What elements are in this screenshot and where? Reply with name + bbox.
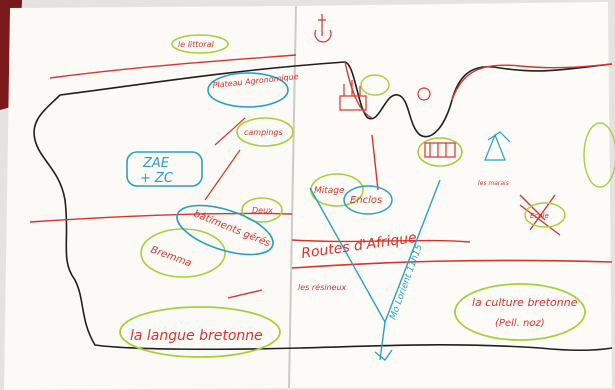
coastline-top xyxy=(59,61,613,138)
ellipse-culture xyxy=(454,283,586,341)
ellipse-littoral xyxy=(171,34,229,54)
label-culture-sub: (Pell. noz) xyxy=(495,318,545,329)
red-line-top xyxy=(49,54,297,79)
red-vert-line xyxy=(371,134,379,191)
anchor-doodle xyxy=(314,14,332,43)
pyramid-doodle xyxy=(484,131,511,161)
label-les-marais: les marais xyxy=(478,180,509,187)
label-zc: + ZC xyxy=(140,171,174,186)
paper-left xyxy=(4,6,296,390)
ellipse-camping xyxy=(236,117,294,147)
label-le-littoral: le littoral xyxy=(178,40,214,49)
ellipse-ecole xyxy=(524,202,566,228)
ellipse-deux xyxy=(241,197,283,223)
label-campings: campings xyxy=(244,128,283,137)
label-zae: ZAE xyxy=(142,156,170,171)
red-line-lower xyxy=(291,259,613,269)
red-coast-right xyxy=(344,61,613,119)
circle-doodle xyxy=(417,87,431,101)
paper-right xyxy=(288,2,612,388)
blue-arrow-down xyxy=(379,321,386,361)
box-zae xyxy=(126,151,203,187)
label-resineux: les résineux xyxy=(298,282,347,292)
label-ecole: Ecole xyxy=(530,212,549,220)
ellipse-eau xyxy=(417,137,463,167)
ellipse-plateau xyxy=(207,72,289,108)
red-link-1 xyxy=(204,149,241,201)
ellipse-right-edge xyxy=(583,122,615,188)
building-doodle xyxy=(424,142,456,158)
blue-arrowhead xyxy=(374,349,393,362)
label-enclos: Enclos xyxy=(350,195,382,206)
coastline-bottom xyxy=(33,94,613,352)
ellipse-batiments xyxy=(176,204,274,256)
factory-doodle xyxy=(339,80,367,111)
label-langue: la langue bretonne xyxy=(130,328,263,344)
red-line-right-middle xyxy=(291,239,471,243)
ellipse-small-top xyxy=(360,74,390,96)
label-mitage: Mitage xyxy=(314,186,345,196)
label-deux: Deux xyxy=(252,206,273,215)
paper-seam xyxy=(288,5,297,389)
ellipse-langue xyxy=(119,306,281,358)
ellipse-enclos xyxy=(343,185,393,215)
red-line-middle xyxy=(29,212,293,223)
red-link-2 xyxy=(214,117,246,146)
red-arrow xyxy=(227,289,263,299)
label-culture: la culture bretonne xyxy=(472,296,578,309)
